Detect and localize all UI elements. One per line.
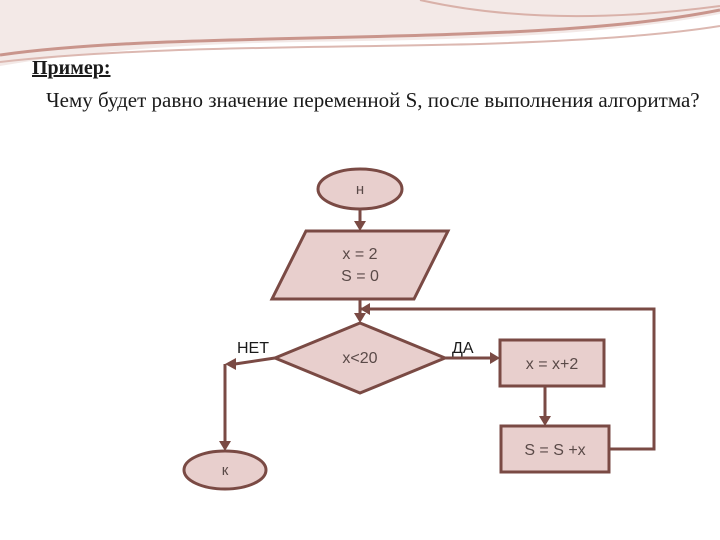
init-line-2: S = 0 (341, 268, 379, 285)
arrow-init-to-condition (354, 313, 366, 323)
decor-band-light (0, 0, 720, 66)
no-branch-label: НЕТ (237, 340, 269, 357)
arrow-loop-back (360, 303, 370, 315)
step-x-box (498, 338, 606, 388)
end-label: к (222, 462, 229, 479)
slide-heading: Пример: (32, 57, 111, 79)
arrow-yes-branch (490, 352, 500, 364)
step-s-box (499, 424, 611, 474)
slide-question: Чему будет равно значение переменной S, … (46, 88, 700, 112)
arrow-start-to-init (354, 221, 366, 231)
condition-label: x<20 (342, 350, 377, 367)
init-parallelogram (269, 229, 451, 301)
condition-diamond (271, 321, 449, 395)
step-s-label: S = S +x (524, 442, 585, 459)
flow-no-branch-left (234, 356, 276, 366)
start-label: н (356, 181, 364, 198)
arrow-to-end (219, 441, 231, 451)
end-terminator (182, 449, 268, 491)
arrow-x-to-s (539, 416, 551, 426)
decor-line-main (0, 8, 720, 57)
flow-loop-back (360, 307, 656, 451)
decor-line-secondary (0, 25, 720, 63)
step-x-label: x = x+2 (526, 356, 579, 373)
arrow-no-branch (225, 358, 236, 370)
slide-header-decoration (0, 0, 720, 66)
init-line-1: x = 2 (342, 246, 377, 263)
yes-branch-label: ДА (452, 340, 474, 357)
decor-line-top (419, 0, 720, 18)
